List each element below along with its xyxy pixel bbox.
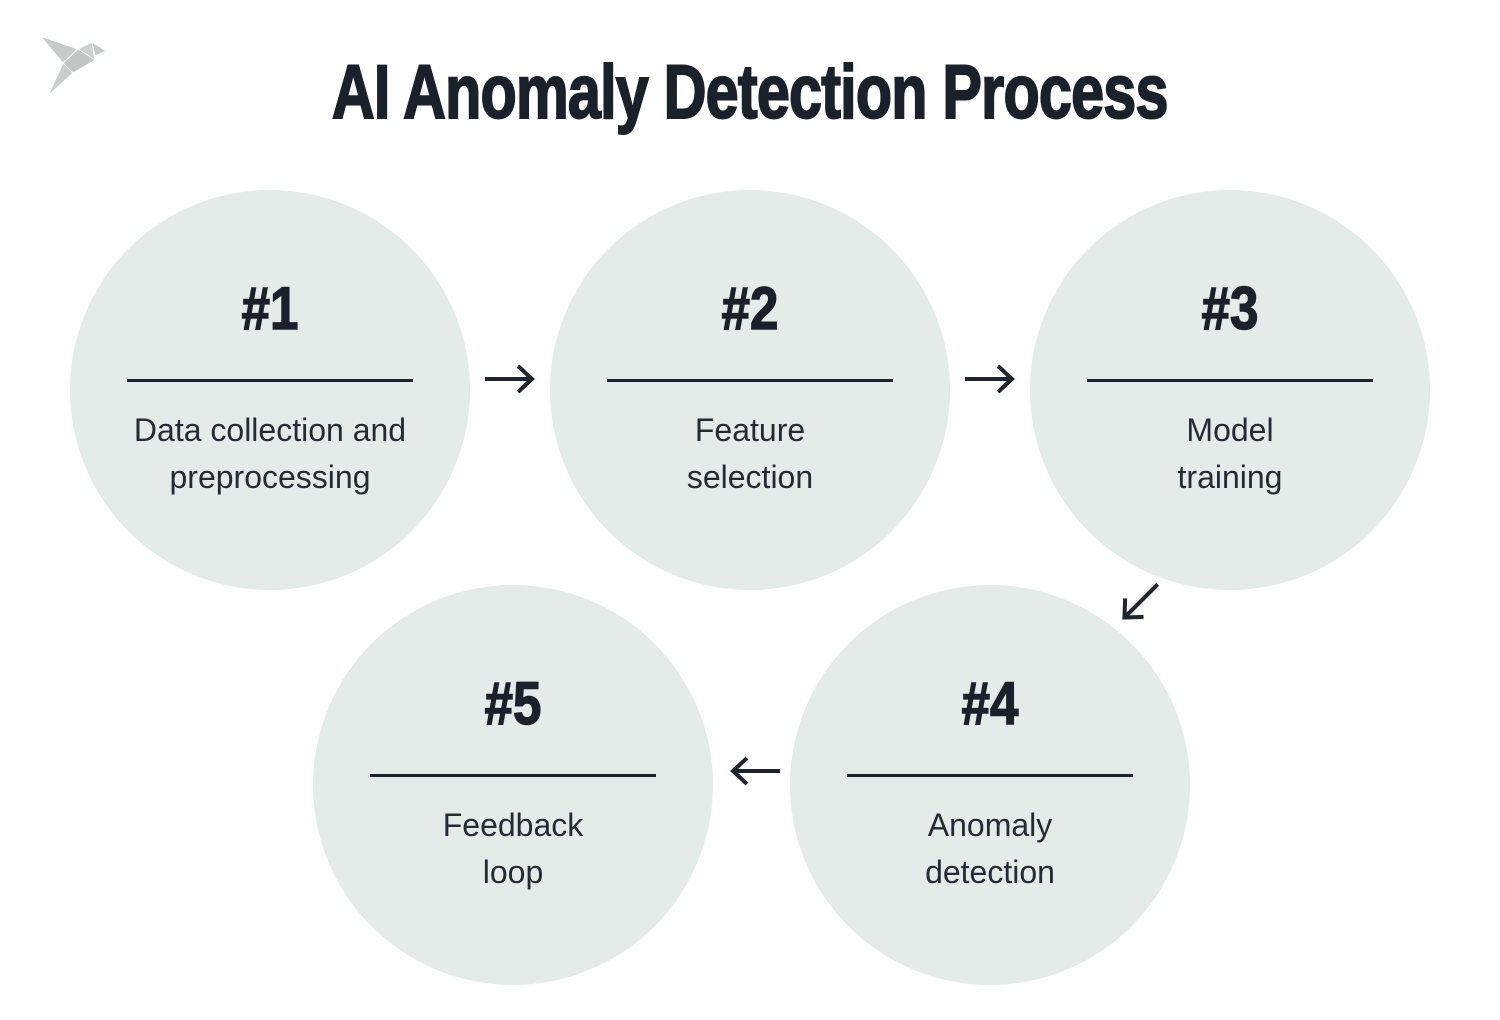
step-5-divider bbox=[370, 774, 656, 777]
step-3-label-line1: Model bbox=[1186, 412, 1274, 448]
arrow-step4-to-step5-icon bbox=[727, 755, 783, 787]
step-4-number: #4 bbox=[961, 670, 1019, 738]
step-5-circle: #5 Feedback loop bbox=[313, 585, 713, 985]
step-4-circle: #4 Anomaly detection bbox=[790, 585, 1190, 985]
page-title-text: AI Anomaly Detection Process bbox=[331, 50, 1169, 135]
step-3-divider bbox=[1087, 379, 1373, 382]
step-2-label: Feature selection bbox=[550, 407, 950, 501]
step-1-number: #1 bbox=[241, 275, 299, 343]
arrow-step1-to-step2-icon bbox=[482, 363, 538, 395]
step-2-label-line2: selection bbox=[686, 459, 814, 495]
step-3-label: Model training bbox=[1030, 407, 1430, 501]
step-5-number: #5 bbox=[484, 670, 542, 738]
step-4-label-line2: detection bbox=[925, 854, 1055, 890]
step-2-label-line1: Feature bbox=[694, 412, 806, 448]
step-4-label: Anomaly detection bbox=[790, 802, 1190, 896]
step-5-label-line2: loop bbox=[482, 854, 544, 890]
step-4-divider bbox=[847, 774, 1133, 777]
step-5-label-line1: Feedback bbox=[442, 807, 584, 843]
step-1-divider bbox=[127, 379, 413, 382]
page-title: AI Anomaly Detection Process bbox=[0, 50, 1500, 135]
step-1-circle: #1 Data collection and preprocessing bbox=[70, 190, 470, 590]
step-4-label-line1: Anomaly bbox=[927, 807, 1053, 843]
step-1-label-line2: preprocessing bbox=[169, 459, 371, 495]
step-1-label: Data collection and preprocessing bbox=[70, 407, 470, 501]
step-2-number: #2 bbox=[721, 275, 779, 343]
step-3-circle: #3 Model training bbox=[1030, 190, 1430, 590]
origami-bird-logo bbox=[38, 34, 108, 97]
arrow-step2-to-step3-icon bbox=[962, 363, 1018, 395]
arrow-step3-to-step4-icon bbox=[1109, 571, 1171, 633]
step-1-label-line1: Data collection and bbox=[133, 412, 407, 448]
step-2-divider bbox=[607, 379, 893, 382]
step-3-number: #3 bbox=[1201, 275, 1259, 343]
step-2-circle: #2 Feature selection bbox=[550, 190, 950, 590]
step-3-label-line2: training bbox=[1177, 459, 1283, 495]
step-5-label: Feedback loop bbox=[313, 802, 713, 896]
